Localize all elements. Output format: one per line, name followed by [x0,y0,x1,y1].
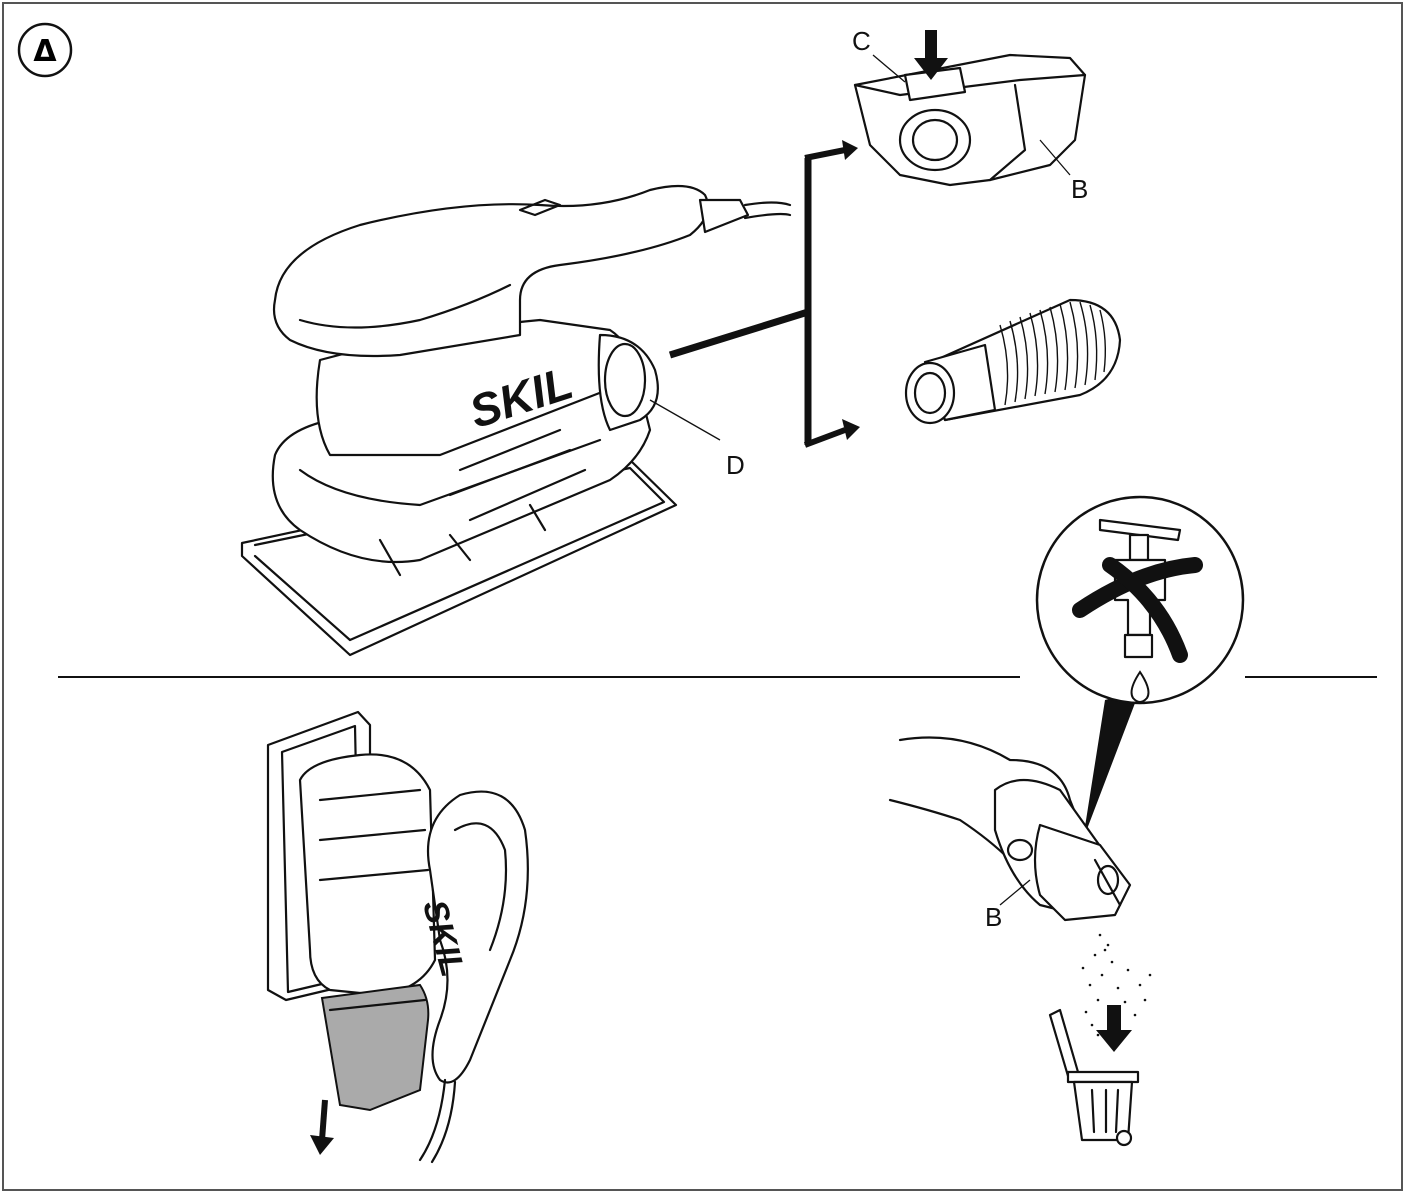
sander-top-view: SKIL [240,184,792,657]
falling-dust [1081,933,1152,1037]
label-b-bottom: B [985,902,1002,932]
label-c: C [852,26,871,56]
waste-bin-icon [1048,1008,1140,1147]
tap-crossed-icon [1035,495,1245,900]
figure-number: Δ [33,34,57,69]
label-b-top: B [1071,174,1088,204]
leader-c [872,54,906,83]
down-arrow-icon [310,1099,334,1155]
down-arrow-icon [1096,1005,1132,1052]
leader-b-bottom [999,879,1031,906]
dust-box-top [853,53,1087,187]
water-drop-icon [1130,670,1150,703]
down-arrow-icon [914,30,948,80]
leader-b-top [1039,139,1071,176]
label-d: D [726,450,745,480]
hose-adapter [904,298,1122,425]
branch-connector [668,140,860,448]
figure-number-badge: Δ [17,22,73,78]
leader-d [649,399,721,441]
sander-upright-view: SKIL [266,710,529,1164]
hand-with-dust-box [888,736,1132,922]
